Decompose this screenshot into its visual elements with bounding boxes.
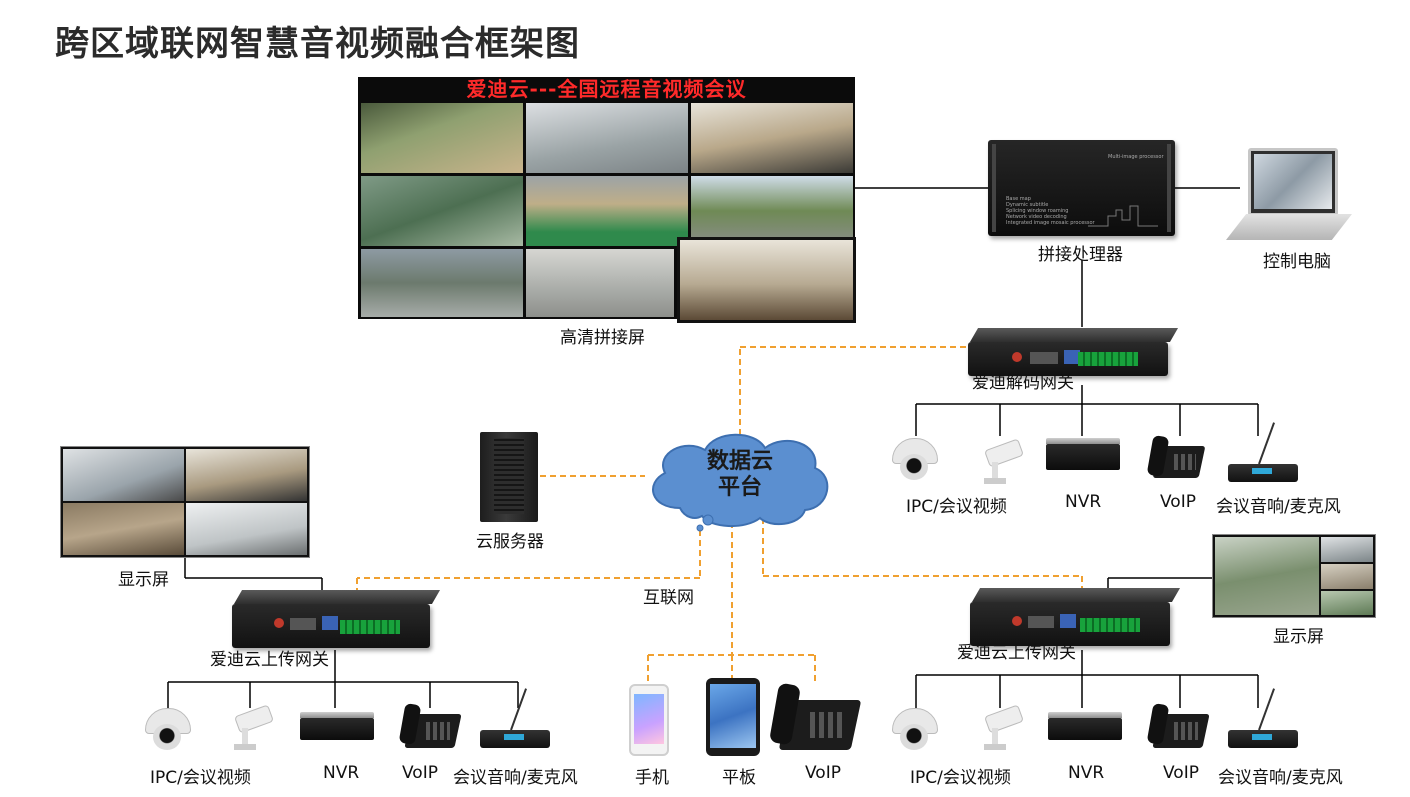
camera-feed [526,249,674,317]
left-upload-gateway [232,590,441,648]
top-device-label: IPC/会议视频 [906,497,1007,517]
dome-camera-icon [892,708,938,752]
camera-feed [526,103,688,173]
left-display-label: 显示屏 [118,570,169,590]
cloud-line1: 数据云 [707,448,773,474]
bullet-camera-icon [978,438,1024,486]
tablet-icon [706,678,760,756]
left-device-label: VoIP [402,763,438,783]
phone-icon [629,684,669,756]
cloud-platform: 数据云 平台 [652,433,829,532]
nvr-icon [1046,438,1120,470]
mobile-device-label: 手机 [635,768,669,788]
camera-feed [677,237,856,323]
internet-label: 互联网 [643,588,694,608]
decode-gateway-label: 爱迪解码网关 [972,373,1074,393]
video-wall-label: 高清拼接屏 [560,328,645,348]
left-display-screen [60,446,310,558]
video-wall: 爱迪云---全国远程音视频会议 [358,77,856,323]
camera-feed [361,249,523,317]
right-device-label: NVR [1068,763,1105,783]
camera-feed [526,176,688,246]
page-title: 跨区域联网智慧音视频融合框架图 [55,24,580,64]
right-gateway-label: 爱迪云上传网关 [957,643,1076,663]
bullet-camera-icon [228,704,274,752]
server-icon [480,432,538,522]
dome-camera-icon [145,708,191,752]
splicing-processor: Multi-image processor Base map Dynamic s… [988,140,1175,236]
conference-mic-icon [1228,686,1298,750]
right-upload-gateway [970,588,1181,646]
svg-text:Integrated image mosaic proces: Integrated image mosaic processor [1006,220,1096,226]
mobile-device-label: VoIP [805,763,841,783]
nvr-icon [300,712,374,740]
conference-mic-icon [480,686,550,750]
processor-label: 拼接处理器 [1038,245,1123,265]
conference-mic-icon [1228,420,1298,484]
svg-text:Base map: Base map [1006,196,1031,202]
svg-text:Network video decoding: Network video decoding [1006,214,1067,220]
camera-feed [361,103,523,173]
svg-text:Multi-image processor: Multi-image processor [1108,154,1164,160]
nvr-icon [1048,712,1122,740]
left-device-label: 会议音响/麦克风 [453,768,578,788]
right-device-label: 会议音响/麦克风 [1218,768,1343,788]
dome-camera-icon [892,438,938,482]
top-device-label: 会议音响/麦克风 [1216,497,1341,517]
voip-phone-icon [398,702,462,750]
processor-graphic: Multi-image processor Base map Dynamic s… [1006,154,1164,227]
top-device-label: VoIP [1160,492,1196,512]
right-device-label: IPC/会议视频 [910,768,1011,788]
camera-feed [691,103,853,173]
bullet-camera-icon [978,704,1024,752]
left-device-label: NVR [323,763,360,783]
decode-gateway [968,328,1179,376]
voip-phone-icon [1146,434,1206,480]
svg-text:Dynamic subtitle: Dynamic subtitle [1006,202,1048,208]
camera-feed [691,176,853,246]
voip-phone-icon [768,682,862,754]
cloud-line2: 平台 [718,474,762,500]
control-pc-label: 控制电脑 [1263,252,1331,272]
mobile-device-label: 平板 [722,768,756,788]
camera-feed [361,176,523,246]
left-gateway-label: 爱迪云上传网关 [210,650,329,670]
voip-phone-icon [1146,702,1210,750]
video-wall-banner: 爱迪云---全国远程音视频会议 [466,77,747,101]
svg-text:Splicing window roaming: Splicing window roaming [1006,208,1068,214]
cloud-server-label: 云服务器 [476,532,544,552]
left-device-label: IPC/会议视频 [150,768,251,788]
right-display-label: 显示屏 [1273,627,1324,647]
top-device-label: NVR [1065,492,1102,512]
right-device-label: VoIP [1163,763,1199,783]
laptop-icon [1226,146,1356,246]
right-display-screen [1212,534,1376,618]
